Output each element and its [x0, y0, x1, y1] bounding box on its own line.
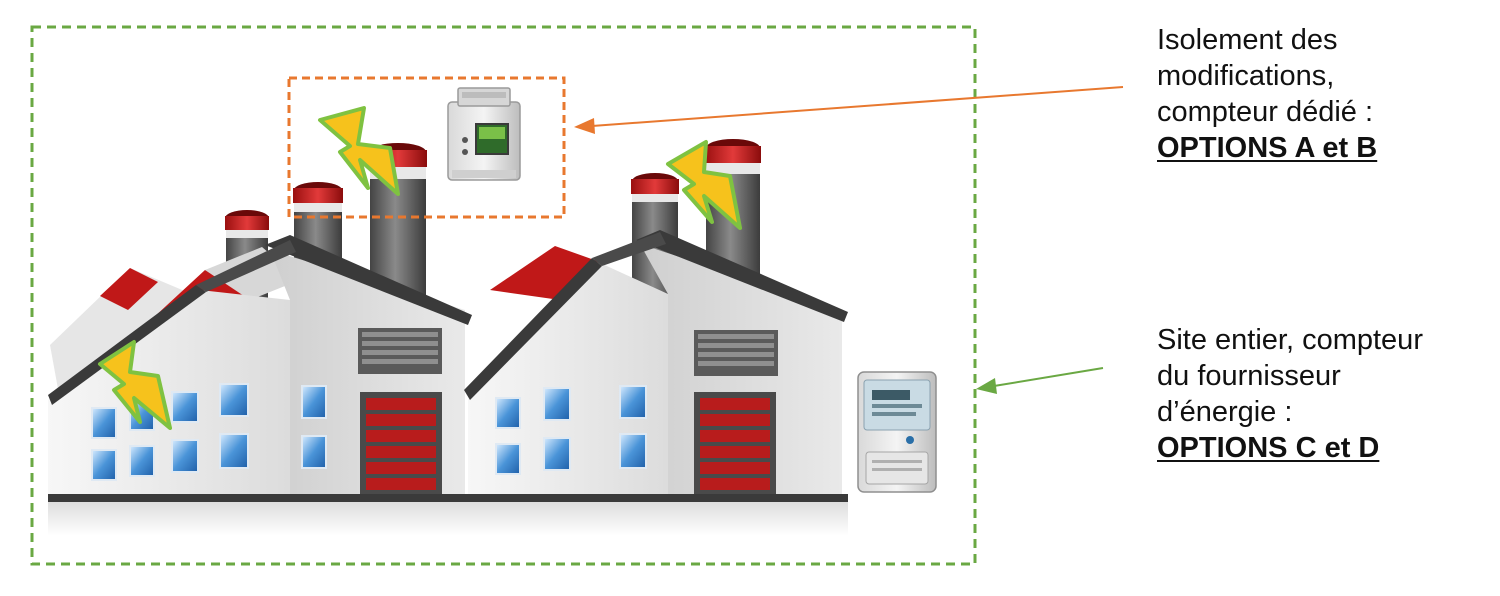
submeter-label-line-1: Isolement des	[1157, 24, 1338, 56]
lightning-bolt-icon	[318, 106, 400, 196]
lightning-bolt-icon	[98, 340, 172, 430]
submeter-label-line-3: compteur dédié :	[1157, 96, 1374, 128]
submeter-boundary	[287, 76, 566, 219]
submeter-label-line-2: modifications,	[1157, 60, 1335, 92]
whole-site-label-line-2: du fournisseur	[1157, 360, 1341, 392]
arrow-to-submeter	[574, 86, 1124, 134]
floor-reflection	[48, 498, 848, 536]
vent	[358, 328, 442, 374]
submeter-label: Isolement des modifications, compteur dé…	[1157, 22, 1377, 166]
factory-icon	[464, 139, 848, 502]
whole-site-boundary	[30, 25, 977, 566]
options-a-b: OPTIONS A et B	[1157, 132, 1378, 164]
vent	[694, 330, 778, 376]
windows	[91, 383, 327, 481]
windows	[495, 385, 647, 475]
garage-door	[360, 392, 442, 502]
din-rail-meter-icon	[447, 87, 521, 181]
lightning-bolt-icon	[666, 140, 742, 230]
factory-icon	[48, 143, 472, 502]
whole-site-label: Site entier, compteur du fournisseur d’é…	[1157, 322, 1423, 466]
options-c-d: OPTIONS C et D	[1157, 432, 1380, 464]
arrow-to-whole-site	[976, 367, 1104, 394]
garage-door	[694, 392, 776, 502]
whole-site-label-line-1: Site entier, compteur	[1157, 324, 1423, 356]
utility-meter-icon	[857, 371, 937, 493]
whole-site-label-line-3: d’énergie :	[1157, 396, 1293, 428]
